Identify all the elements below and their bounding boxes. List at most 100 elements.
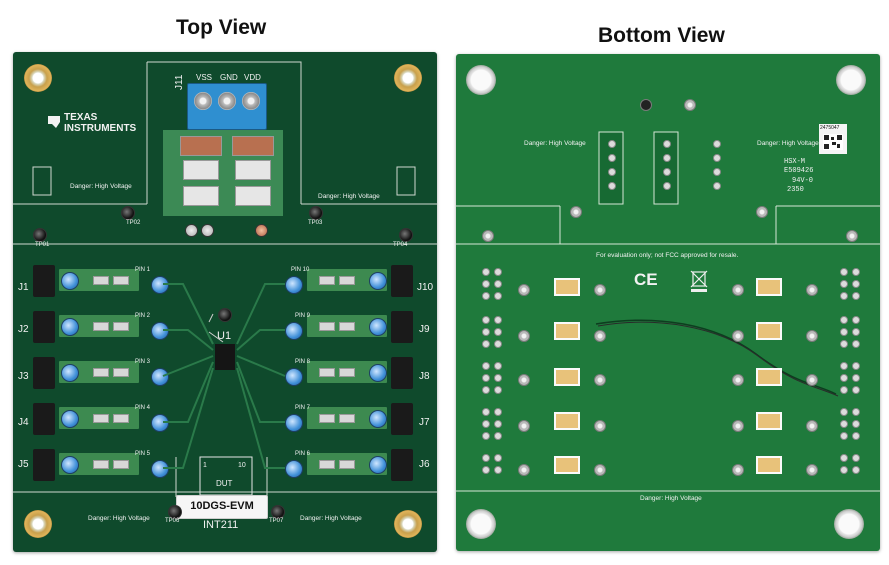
resistor xyxy=(339,460,355,469)
test-point-label: TP06 xyxy=(165,518,180,524)
resistor xyxy=(93,414,109,423)
via xyxy=(494,362,502,370)
via xyxy=(852,292,860,300)
test-point-blue xyxy=(369,272,387,290)
via xyxy=(570,206,582,218)
danger-label: Danger: High Voltage xyxy=(757,140,819,147)
pin-header xyxy=(33,311,55,343)
via xyxy=(732,464,744,476)
smd-pad xyxy=(756,368,782,386)
power-label-vss: VSS xyxy=(196,73,213,82)
pin-label: PIN 6 xyxy=(295,451,311,457)
mounting-hole-top-right xyxy=(394,64,422,92)
via xyxy=(494,454,502,462)
via xyxy=(594,464,606,476)
pin-header xyxy=(33,357,55,389)
via xyxy=(482,466,490,474)
mounting-hole-top-left xyxy=(466,65,496,95)
capacitor xyxy=(232,136,274,156)
test-point-blue xyxy=(151,368,169,386)
via xyxy=(494,280,502,288)
board-name-text: 10DGS-EVM xyxy=(190,500,254,512)
pin-header xyxy=(33,265,55,297)
test-point-blue xyxy=(285,414,303,432)
via xyxy=(713,182,721,190)
via xyxy=(806,420,818,432)
inductor xyxy=(183,186,219,206)
mounting-hole-bottom-left xyxy=(466,509,496,539)
via xyxy=(594,330,606,342)
pin-label: PIN 9 xyxy=(295,313,311,319)
screw-terminal xyxy=(242,92,260,110)
via xyxy=(840,454,848,462)
via xyxy=(852,466,860,474)
connector-label-j8: J8 xyxy=(419,371,430,382)
right-pad-columns xyxy=(832,262,872,482)
connector-label-j3: J3 xyxy=(18,371,29,382)
via xyxy=(482,362,490,370)
test-point xyxy=(185,224,198,237)
mounting-hole-bottom-left xyxy=(24,510,52,538)
danger-label: Danger: High Voltage xyxy=(318,193,380,200)
evaluation-notice: For evaluation only; not FCC approved fo… xyxy=(596,252,739,259)
via xyxy=(663,154,671,162)
resistor xyxy=(339,276,355,285)
pin-label: PIN 10 xyxy=(291,267,310,273)
test-point-blue xyxy=(285,460,303,478)
via xyxy=(482,230,494,242)
smd-pad xyxy=(756,456,782,474)
ic-label-u1: U1 xyxy=(217,330,232,342)
qr-code-icon xyxy=(823,134,843,150)
test-point-blue xyxy=(61,272,79,290)
logo-text-line1: TEXAS xyxy=(64,112,98,123)
via xyxy=(594,420,606,432)
terminal-block xyxy=(187,83,267,130)
pin-header xyxy=(391,357,413,389)
via xyxy=(840,292,848,300)
pin-label: PIN 1 xyxy=(135,267,151,273)
via xyxy=(806,464,818,476)
smd-pad xyxy=(554,412,580,430)
via xyxy=(852,386,860,394)
via xyxy=(482,328,490,336)
pin-header xyxy=(391,265,413,297)
bottom-view-title: Bottom View xyxy=(598,24,725,47)
via xyxy=(494,328,502,336)
resistor xyxy=(113,368,129,377)
via xyxy=(482,386,490,394)
power-label-gnd: GND xyxy=(220,73,238,82)
test-point-blue xyxy=(285,368,303,386)
via xyxy=(663,182,671,190)
bottom-silkscreen-outline xyxy=(456,131,880,492)
via xyxy=(494,420,502,428)
via xyxy=(640,99,652,111)
pin-label: PIN 5 xyxy=(135,451,151,457)
pin-label: PIN 7 xyxy=(295,405,311,411)
via xyxy=(482,454,490,462)
qr-label: 2475047 xyxy=(819,124,847,154)
via xyxy=(494,268,502,276)
via xyxy=(732,330,744,342)
pin-header xyxy=(391,403,413,435)
screw-terminal xyxy=(194,92,212,110)
via xyxy=(840,466,848,474)
via xyxy=(482,316,490,324)
test-point-blue xyxy=(61,318,79,336)
left-channel-group: PIN 1 PIN 2 PIN 3 PIN 4 PIN 5 xyxy=(33,265,163,489)
top-view-title: Top View xyxy=(176,16,267,39)
test-point-blue xyxy=(369,364,387,382)
via xyxy=(852,454,860,462)
pin1-label: 1 xyxy=(203,462,207,469)
via xyxy=(756,206,768,218)
via xyxy=(518,420,530,432)
mounting-hole-bottom-right xyxy=(394,510,422,538)
pin-header xyxy=(33,449,55,481)
via xyxy=(608,182,616,190)
via xyxy=(840,432,848,440)
test-point xyxy=(201,224,214,237)
via xyxy=(840,420,848,428)
test-point-blue xyxy=(285,276,303,294)
test-point xyxy=(399,228,413,242)
resistor xyxy=(319,460,335,469)
test-point-label: TP07 xyxy=(269,518,284,524)
